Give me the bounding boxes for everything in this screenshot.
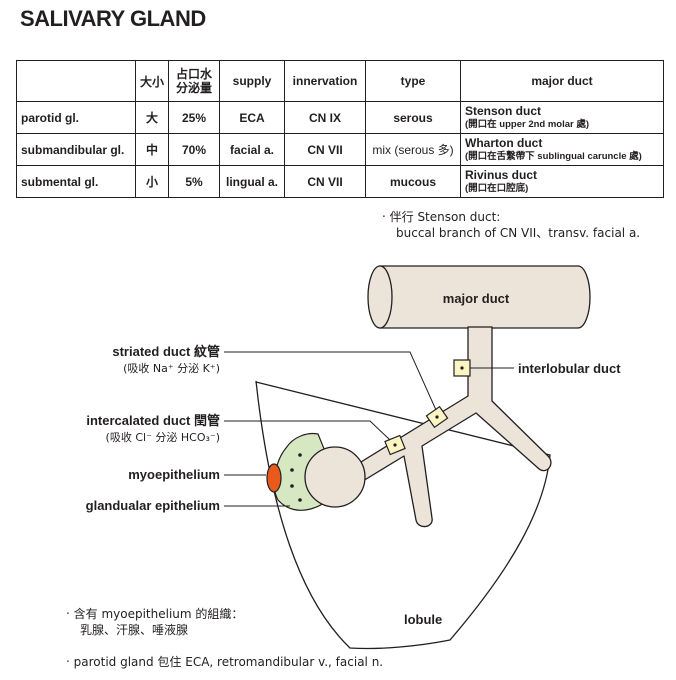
- cell-type: serous: [365, 101, 461, 134]
- cell-type: mucous: [365, 165, 461, 198]
- striated-duct-label: striated duct 紋管: [112, 344, 220, 359]
- stenson-note-line2: buccal branch of CN VII、transv. facial a…: [396, 226, 641, 240]
- duct-note: (開口在舌繫帶下 sublingual caruncle 處): [465, 150, 642, 162]
- cell-nucleus: [393, 443, 397, 447]
- cell-duct: Wharton duct (開口在舌繫帶下 sublingual caruncl…: [460, 133, 664, 166]
- cell-size: 大: [135, 101, 169, 134]
- salivary-gland-table: 大小 占口水 分泌量 supply innervation type major…: [16, 60, 664, 198]
- cell-supply: ECA: [219, 101, 285, 134]
- acinus: [266, 432, 366, 511]
- glandular-epithelium-label: glandualar epithelium: [86, 498, 220, 513]
- stenson-note: ‧ 伴行 Stenson duct: buccal branch of CN V…: [382, 209, 640, 241]
- stenson-note-line1: ‧ 伴行 Stenson duct:: [382, 210, 501, 224]
- duct-tree: [347, 326, 552, 528]
- myoepithelium-note: ‧ 含有 myoepithelium 的組織： 乳腺、汗腺、唾液腺: [66, 606, 243, 638]
- table-row: submandibular gl. 中 70% facial a. CN VII…: [16, 133, 664, 166]
- cell-supply: lingual a.: [219, 165, 285, 198]
- intercalated-leader: [224, 420, 391, 441]
- cell-nucleus: [290, 468, 294, 472]
- intercalated-duct-sub: (吸收 Cl⁻ 分泌 HCO₃⁻): [106, 430, 220, 444]
- cell-nucleus: [290, 484, 294, 488]
- parotid-note: ‧ parotid gland 包住 ECA, retromandibular …: [66, 655, 384, 669]
- header-water-line1: 占口水: [175, 67, 212, 81]
- major-duct-end: [367, 265, 393, 329]
- cell-water: 25%: [168, 101, 220, 134]
- cell-size: 小: [135, 165, 169, 198]
- lobule-label: lobule: [404, 612, 442, 627]
- table-row: submental gl. 小 5% lingual a. CN VII muc…: [16, 165, 664, 198]
- cell-size: 中: [135, 133, 169, 166]
- header-type: type: [365, 60, 461, 102]
- header-major-duct: major duct: [460, 60, 664, 102]
- cell-nucleus: [298, 498, 302, 502]
- major-duct-label: major duct: [443, 291, 510, 306]
- duct-name: Wharton duct: [465, 135, 543, 150]
- cell-water: 70%: [168, 133, 220, 166]
- cell-nucleus: [435, 415, 439, 419]
- cell-supply: facial a.: [219, 133, 285, 166]
- cell-nucleus: [460, 366, 464, 370]
- leader-lines: [224, 351, 514, 507]
- page-title: SALIVARY GLAND: [20, 6, 206, 31]
- striated-duct-sub: (吸收 Na⁺ 分泌 K⁺): [123, 361, 220, 375]
- header-name: [16, 60, 136, 102]
- interlobular-duct-label: interlobular duct: [518, 361, 621, 376]
- striated-leader: [224, 351, 437, 411]
- interlobular-duct-trunk: [347, 326, 552, 528]
- cell-name: submental gl.: [16, 165, 136, 198]
- table-row: parotid gl. 大 25% ECA CN IX serous Stens…: [16, 101, 664, 134]
- cell-type: mix (serous 多): [365, 133, 461, 166]
- duct-name: Rivinus duct: [465, 167, 538, 182]
- cell-duct: Stenson duct (開口在 upper 2nd molar 處): [460, 101, 664, 134]
- duct-note: (開口在 upper 2nd molar 處): [465, 118, 590, 130]
- acinus-lumen: [304, 446, 366, 508]
- myoepithelium-label: myoepithelium: [128, 467, 220, 482]
- major-duct-cylinder: [367, 265, 591, 329]
- table-header-row: 大小 占口水 分泌量 supply innervation type major…: [16, 60, 664, 102]
- lobule-outline: [255, 380, 551, 650]
- cell-duct: Rivinus duct (開口在口腔底): [460, 165, 664, 198]
- cell-innervation: CN VII: [284, 165, 366, 198]
- cell-nucleus: [298, 453, 302, 457]
- myo-note-line1: ‧ 含有 myoepithelium 的組織：: [66, 607, 244, 621]
- myoepithelium-cell: [266, 463, 282, 493]
- header-water-line2: 分泌量: [175, 81, 212, 95]
- duct-name: Stenson duct: [465, 103, 542, 118]
- duct-note: (開口在口腔底): [465, 182, 529, 194]
- header-innervation: innervation: [284, 60, 366, 102]
- header-size: 大小: [135, 60, 169, 102]
- major-duct-body: [379, 265, 591, 329]
- cell-innervation: CN IX: [284, 101, 366, 134]
- myo-note-line2: 乳腺、汗腺、唾液腺: [80, 623, 189, 637]
- intercalated-duct-label: intercalated duct 閏管: [86, 413, 220, 428]
